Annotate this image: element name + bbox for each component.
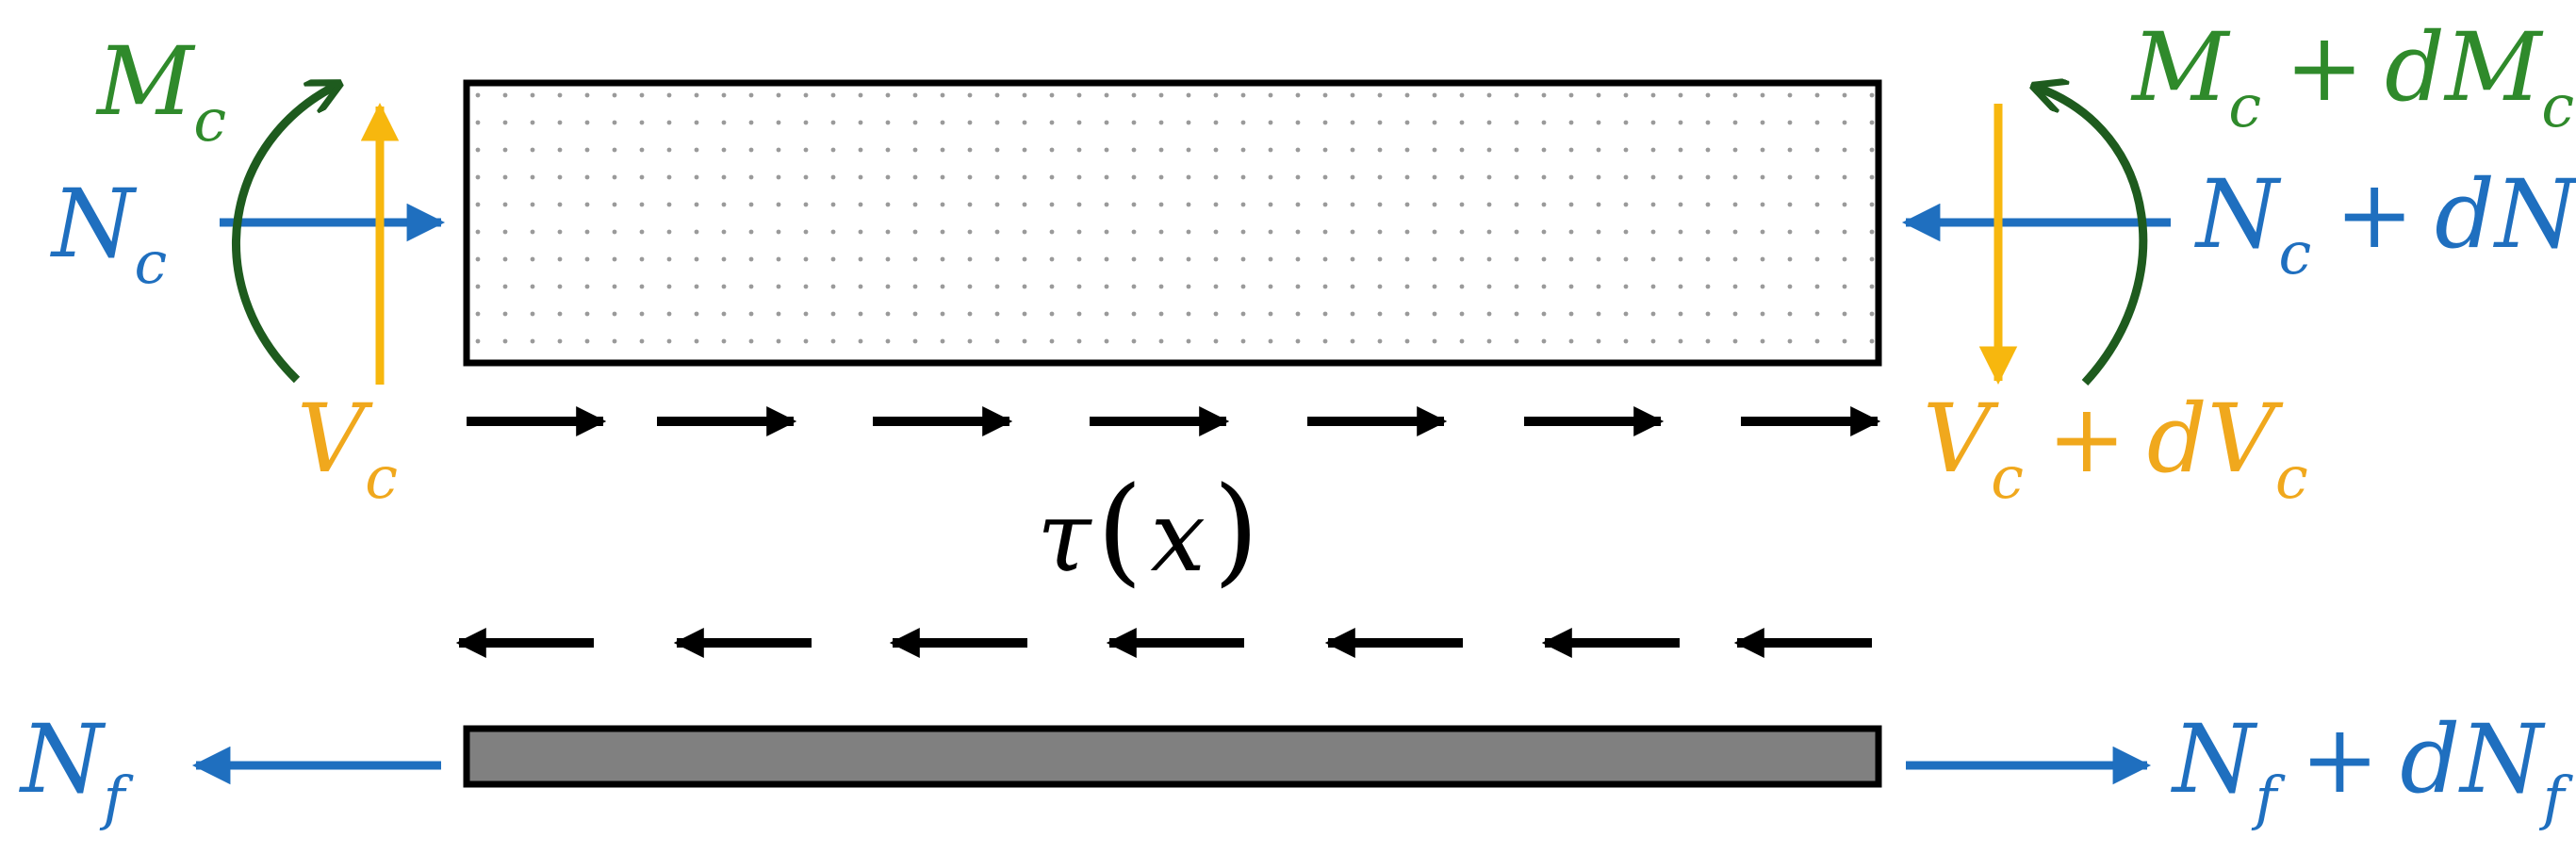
concrete-block-dot-fill	[470, 87, 1875, 359]
left-axial-label: Nc	[50, 169, 167, 297]
right-shear-label: Vc+dVc	[1923, 384, 2308, 512]
shear-stress-label: τ(x)	[1037, 462, 1259, 599]
right-moment-arrow	[2038, 88, 2148, 386]
right-axial-label: Nc+dNc	[2194, 159, 2576, 287]
frp-right-label: Nf+dNf	[2171, 704, 2574, 832]
left-moment-arrow	[232, 86, 336, 384]
frp-plate	[463, 725, 1882, 788]
left-shear-label: Vc	[297, 384, 398, 512]
right-moment-label: Mc+dMc	[2130, 12, 2574, 140]
frp-left-label: Nf	[19, 704, 135, 832]
left-moment-label: Mc	[95, 26, 226, 155]
